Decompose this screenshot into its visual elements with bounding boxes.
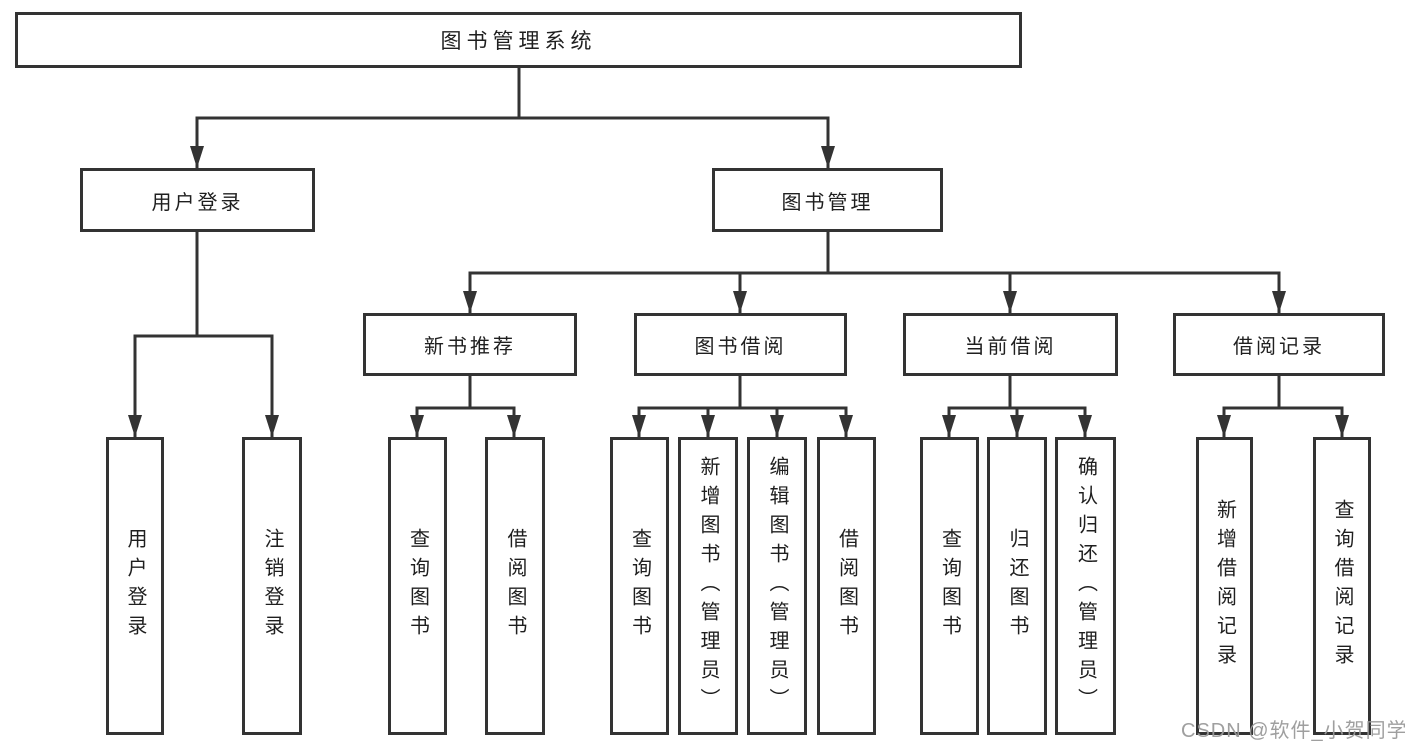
node-book-borrow-label: 图书借阅	[694, 336, 787, 358]
leaf-user-login-label: 用户登录	[124, 528, 146, 644]
edge-group-user-login	[128, 230, 279, 439]
leaf-logout: 注销登录	[242, 437, 302, 735]
node-current-borrow-label: 当前借阅	[964, 336, 1057, 358]
node-user-login: 用户登录	[80, 168, 315, 232]
leaf-query-books-3-label: 查询图书	[938, 528, 961, 644]
leaf-edit-book-admin-label: 编辑图书（管理员）	[766, 455, 788, 717]
leaf-add-borrow-record-label: 新增借阅记录	[1213, 499, 1236, 673]
leaf-borrow-books-1-label: 借阅图书	[504, 528, 526, 644]
leaf-confirm-return-admin: 确认归还（管理员）	[1055, 437, 1116, 735]
node-book-mgmt-label: 图书管理	[781, 191, 874, 214]
edge-group-borrow-records	[1217, 374, 1349, 439]
edge-group-book-mgmt	[463, 230, 1286, 315]
node-root: 图书管理系统	[15, 12, 1022, 68]
watermark: CSDN @软件_小贺同学	[1181, 720, 1405, 742]
node-current-borrow: 当前借阅	[903, 313, 1118, 376]
edge-group-current-borrow	[942, 374, 1092, 439]
edge-group-new-book-rec	[410, 374, 521, 439]
edge-group-book-borrow	[632, 374, 853, 439]
node-user-login-label: 用户登录	[151, 191, 244, 214]
leaf-return-book-label: 归还图书	[1006, 528, 1028, 644]
leaf-query-books-2: 查询图书	[610, 437, 669, 735]
leaf-borrow-books-2: 借阅图书	[817, 437, 876, 735]
leaf-add-book-admin-label: 新增图书（管理员）	[697, 455, 719, 717]
node-book-mgmt: 图书管理	[712, 168, 943, 232]
leaf-add-borrow-record: 新增借阅记录	[1196, 437, 1253, 735]
leaf-query-books-2-label: 查询图书	[628, 528, 651, 644]
leaf-query-borrow-record: 查询借阅记录	[1313, 437, 1371, 735]
leaf-user-login: 用户登录	[106, 437, 164, 735]
node-new-book-rec: 新书推荐	[363, 313, 577, 376]
leaf-confirm-return-admin-label: 确认归还（管理员）	[1074, 455, 1097, 717]
node-borrow-records: 借阅记录	[1173, 313, 1385, 376]
leaf-query-books-3: 查询图书	[920, 437, 979, 735]
node-new-book-rec-label: 新书推荐	[424, 336, 516, 358]
edge-group-root	[190, 66, 835, 170]
leaf-query-books-1-label: 查询图书	[406, 528, 429, 644]
leaf-borrow-books-1: 借阅图书	[485, 437, 545, 735]
node-borrow-records-label: 借阅记录	[1233, 336, 1325, 358]
leaf-borrow-books-2-label: 借阅图书	[835, 528, 858, 644]
leaf-edit-book-admin: 编辑图书（管理员）	[747, 437, 807, 735]
leaf-add-book-admin: 新增图书（管理员）	[678, 437, 738, 735]
leaf-return-book: 归还图书	[987, 437, 1047, 735]
leaf-query-borrow-record-label: 查询借阅记录	[1331, 499, 1353, 673]
leaf-query-books-1: 查询图书	[388, 437, 447, 735]
leaf-logout-label: 注销登录	[261, 528, 283, 644]
node-book-borrow: 图书借阅	[634, 313, 847, 376]
node-root-label: 图书管理系统	[440, 30, 597, 53]
